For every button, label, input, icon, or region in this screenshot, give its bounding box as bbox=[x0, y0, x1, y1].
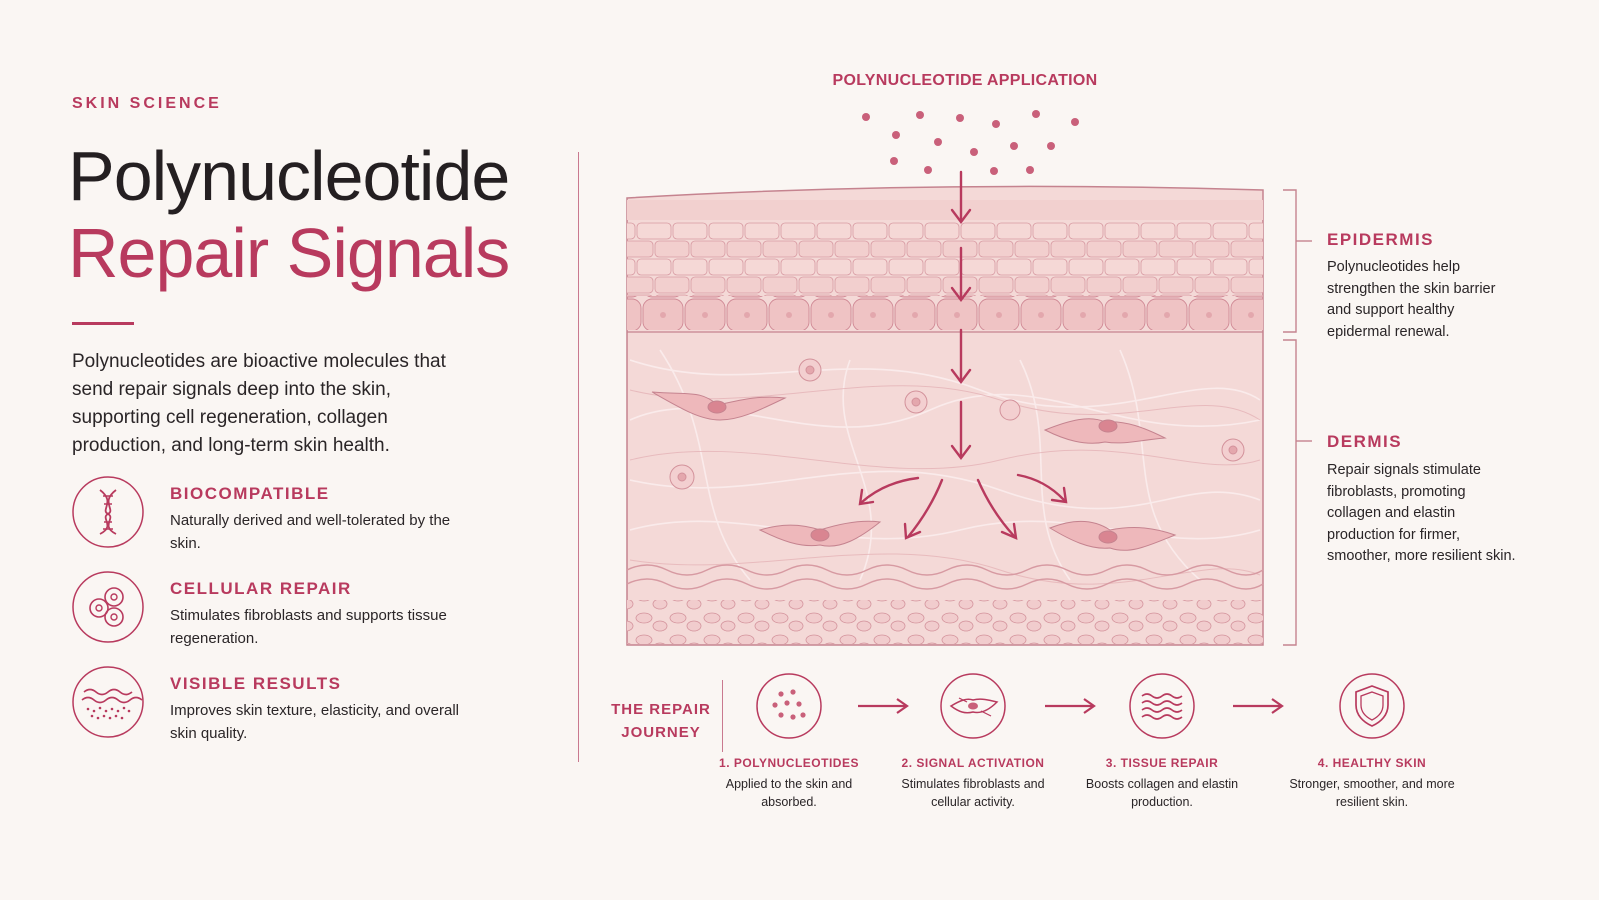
eyebrow-label: SKIN SCIENCE bbox=[72, 95, 222, 112]
feature-desc: Naturally derived and well-tolerated by … bbox=[170, 512, 451, 552]
waves-icon bbox=[1129, 673, 1195, 739]
title-underline bbox=[72, 322, 134, 325]
fibroblast-cells bbox=[651, 391, 1177, 551]
feature-title: BIOCOMPATIBLE bbox=[170, 484, 330, 503]
arrow-right-icon bbox=[1045, 698, 1096, 714]
intro-paragraph: Polynucleotides are bioactive molecules … bbox=[72, 351, 446, 456]
step-title: 3. TISSUE REPAIR bbox=[1105, 756, 1219, 770]
step-desc: Applied to the skin and absorbed. bbox=[725, 777, 853, 809]
journey-step-1: 1. POLYNUCLEOTIDES Applied to the skin a… bbox=[699, 672, 879, 811]
polynucleotide-particles bbox=[862, 110, 1079, 175]
journey-step-4: 4. HEALTHY SKIN Stronger, smoother, and … bbox=[1282, 672, 1462, 811]
step-desc: Stronger, smoother, and more resilient s… bbox=[1289, 777, 1455, 809]
layer-desc-dermis: Repair signals stimulate fibroblasts, pr… bbox=[1327, 462, 1516, 564]
particles-icon bbox=[756, 673, 822, 739]
layer-desc-epidermis: Polynucleotides help strengthen the skin… bbox=[1327, 259, 1496, 340]
signal-arrows bbox=[858, 170, 1068, 540]
feature-biocompatible: BIOCOMPATIBLE Naturally derived and well… bbox=[72, 476, 472, 556]
layer-title-epidermis: EPIDERMIS bbox=[1327, 230, 1435, 249]
journey-step-3: 3. TISSUE REPAIR Boosts collagen and ela… bbox=[1072, 672, 1252, 811]
layer-brackets bbox=[1283, 189, 1312, 646]
shield-icon bbox=[1339, 673, 1405, 739]
journey-divider bbox=[722, 680, 723, 752]
layer-title-dermis: DERMIS bbox=[1327, 432, 1403, 451]
dermal-cells bbox=[669, 358, 1245, 490]
dna-icon bbox=[72, 476, 144, 548]
arrow-right-icon bbox=[858, 698, 909, 714]
step-title: 4. HEALTHY SKIN bbox=[1317, 756, 1427, 770]
feature-visible-results: VISIBLE RESULTS Improves skin texture, e… bbox=[72, 666, 472, 746]
feature-title: VISIBLE RESULTS bbox=[170, 674, 342, 693]
fibroblast-icon bbox=[940, 673, 1006, 739]
application-label: POLYNUCLEOTIDE APPLICATION bbox=[832, 72, 1098, 89]
step-title: 2. SIGNAL ACTIVATION bbox=[901, 756, 1045, 770]
page-title-line2: Repair Signals bbox=[68, 214, 510, 292]
step-desc: Boosts collagen and elastin production. bbox=[1085, 777, 1239, 809]
skin-texture-icon bbox=[72, 666, 144, 738]
page-title-line1: Polynucleotide bbox=[68, 137, 510, 215]
feature-cellular-repair: CELLULAR REPAIR Stimulates fibroblasts a… bbox=[72, 571, 472, 651]
skin-cross-section-diagram bbox=[626, 110, 1312, 646]
journey-step-2: 2. SIGNAL ACTIVATION Stimulates fibrobla… bbox=[883, 672, 1063, 811]
feature-desc: Improves skin texture, elasticity, and o… bbox=[170, 702, 460, 742]
column-divider bbox=[578, 152, 579, 762]
step-title: 1. POLYNUCLEOTIDES bbox=[719, 756, 859, 770]
step-desc: Stimulates fibroblasts and cellular acti… bbox=[901, 777, 1045, 809]
cells-icon bbox=[72, 571, 144, 643]
skin-block bbox=[626, 185, 1264, 646]
journey-label: THE REPAIR JOURNEY bbox=[611, 701, 711, 741]
feature-title: CELLULAR REPAIR bbox=[170, 579, 352, 598]
arrow-right-icon bbox=[1233, 698, 1284, 714]
feature-desc: Stimulates fibroblasts and supports tiss… bbox=[170, 607, 447, 647]
